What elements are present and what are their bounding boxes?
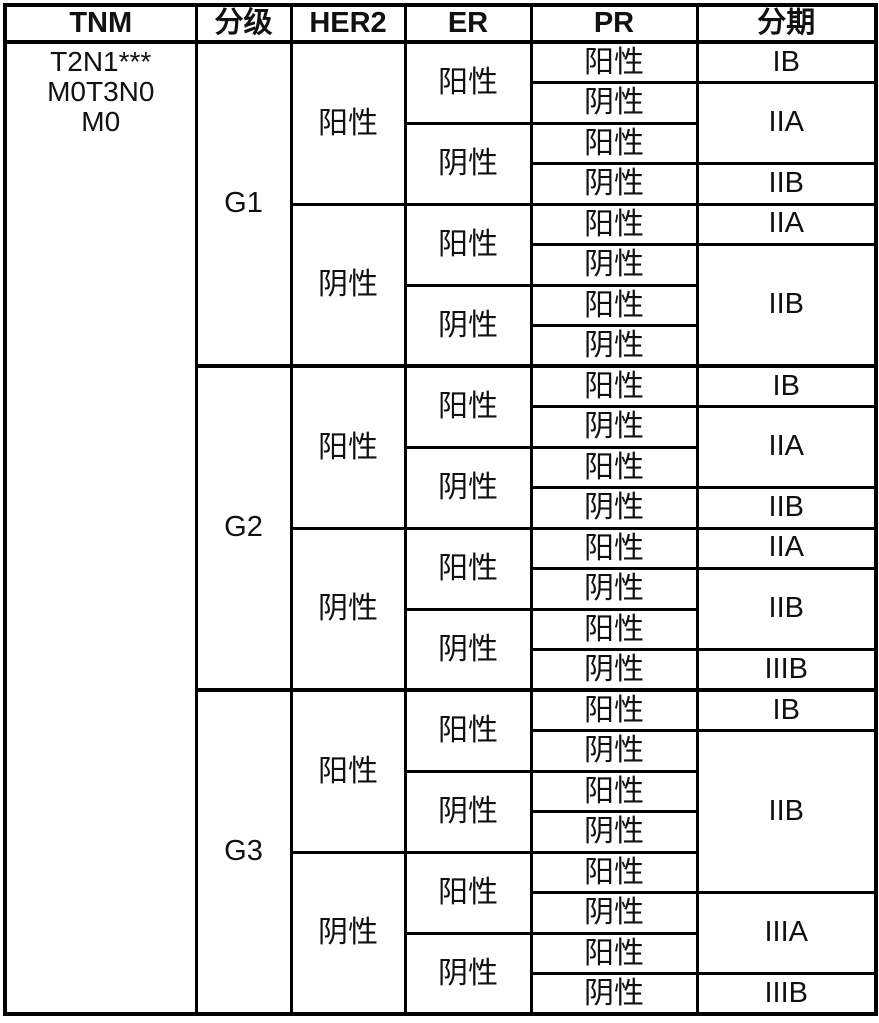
table-row: 阴性 阳性 阳性 IIA — [5, 526, 878, 692]
pr-cell-positive: 阳性 — [529, 121, 699, 165]
stage-cell-iib: IIB — [695, 567, 878, 651]
pr-cell-negative: 阴性 — [529, 324, 699, 368]
her2-cell-positive: 阳性 — [289, 364, 407, 530]
pr-cell-positive: 阳性 — [529, 283, 699, 327]
pr-cell-positive: 阳性 — [529, 364, 699, 408]
stage-cell-ib: IB — [695, 364, 878, 408]
er-cell-negative: 阴性 — [403, 769, 533, 854]
table-row: 阴性 IIA — [5, 81, 878, 165]
tnm-staging-table: TNM 分级 HER2 ER PR 分期 T2N1*** M0T3N0 M0 G… — [3, 3, 878, 1016]
grade-cell-g3: G3 — [194, 688, 293, 1016]
pr-cell-positive: 阳性 — [529, 607, 699, 651]
table-row: 阴性 阳性 — [5, 283, 876, 368]
er-cell-positive: 阳性 — [403, 364, 533, 449]
header-cell-pr: PR — [529, 3, 699, 44]
her2-cell-negative: 阴性 — [289, 202, 407, 368]
pr-cell-negative: 阴性 — [529, 972, 699, 1016]
pr-cell-negative: 阴性 — [529, 486, 699, 530]
table-row: 阴性 IIIB — [5, 648, 878, 692]
er-cell-negative: 阴性 — [403, 445, 533, 530]
header-cell-tnm: TNM — [3, 3, 198, 44]
table-row: 阴性 阳性 阳性 IIA — [5, 202, 878, 368]
pr-cell-positive: 阳性 — [529, 445, 699, 489]
table-row: 阴性 阳性 — [5, 121, 876, 206]
her2-cell-negative: 阴性 — [289, 526, 407, 692]
er-cell-negative: 阴性 — [403, 121, 533, 206]
table-row: 阴性 IIB — [5, 567, 878, 651]
pr-cell-negative: 阴性 — [529, 648, 699, 692]
grade-cell-g1: G1 — [194, 40, 293, 368]
table-row: 阴性 IIA — [5, 405, 878, 489]
table-row: 阴性 阳性 — [5, 931, 876, 1016]
table-row: 阴性 IIB — [5, 243, 878, 368]
pr-cell-positive: 阳性 — [529, 526, 699, 570]
table-row: 阴性 — [5, 324, 876, 368]
pr-cell-positive: 阳性 — [529, 769, 699, 813]
er-cell-positive: 阳性 — [403, 526, 533, 611]
her2-cell-positive: 阳性 — [289, 40, 407, 206]
stage-cell-iib: IIB — [695, 243, 878, 368]
pr-cell-negative: 阴性 — [529, 891, 699, 935]
table-row: 阴性 — [5, 810, 876, 854]
stage-cell-ib: IB — [695, 40, 878, 84]
header-row: TNM 分级 HER2 ER PR 分期 — [3, 3, 878, 44]
stage-cell-iia: IIA — [695, 405, 878, 489]
pr-cell-negative: 阴性 — [529, 81, 699, 125]
table-row: 阴性 IIB — [5, 162, 878, 206]
stage-cell-iiia: IIIA — [695, 891, 878, 975]
header-cell-stage: 分期 — [695, 3, 878, 44]
er-cell-negative: 阴性 — [403, 607, 533, 692]
header-cell-her2: HER2 — [289, 3, 407, 44]
table-row: G3 阳性 阳性 阳性 IB — [5, 688, 878, 1016]
stage-cell-iia: IIA — [695, 81, 878, 165]
table-row: 阴性 阳性 阳性 — [5, 850, 876, 1016]
er-cell-negative: 阴性 — [403, 931, 533, 1016]
stage-cell-iiib: IIIB — [695, 648, 878, 692]
pr-cell-negative: 阴性 — [529, 810, 699, 854]
er-cell-positive: 阳性 — [403, 40, 533, 125]
table-row: 阴性 IIB — [5, 729, 878, 894]
pr-cell-positive: 阳性 — [529, 688, 699, 732]
grade-cell-g2: G2 — [194, 364, 293, 692]
tnm-value-cell: T2N1*** M0T3N0 M0 — [3, 40, 198, 1016]
pr-cell-negative: 阴性 — [529, 162, 699, 206]
table-row: 阴性 阳性 — [5, 769, 876, 854]
table-row: 阴性 IIIB — [5, 972, 878, 1016]
pr-cell-negative: 阴性 — [529, 243, 699, 287]
header-cell-er: ER — [403, 3, 533, 44]
er-cell-positive: 阳性 — [403, 850, 533, 935]
stage-cell-iib: IIB — [695, 486, 878, 530]
pr-cell-negative: 阴性 — [529, 567, 699, 611]
pr-cell-positive: 阳性 — [529, 931, 699, 975]
pr-cell-negative: 阴性 — [529, 405, 699, 449]
stage-cell-iiib: IIIB — [695, 972, 878, 1016]
table-row: 阴性 IIIA — [5, 891, 878, 975]
her2-cell-positive: 阳性 — [289, 688, 407, 854]
pr-cell-positive: 阳性 — [529, 202, 699, 246]
pr-cell-positive: 阳性 — [529, 40, 699, 84]
er-cell-negative: 阴性 — [403, 283, 533, 368]
stage-cell-iia: IIA — [695, 202, 878, 246]
pr-cell-positive: 阳性 — [529, 850, 699, 894]
table-row: 阴性 IIB — [5, 486, 878, 530]
table-row: 阴性 阳性 — [5, 607, 876, 692]
stage-cell-ib: IB — [695, 688, 878, 732]
stage-cell-iia: IIA — [695, 526, 878, 570]
er-cell-positive: 阳性 — [403, 688, 533, 773]
table-row: T2N1*** M0T3N0 M0 G1 阳性 阳性 阳性 IB — [3, 40, 878, 1016]
stage-cell-iib: IIB — [695, 162, 878, 206]
her2-cell-negative: 阴性 — [289, 850, 407, 1016]
er-cell-positive: 阳性 — [403, 202, 533, 287]
pr-cell-negative: 阴性 — [529, 729, 699, 773]
table-row: 阴性 阳性 — [5, 445, 876, 530]
header-cell-grade: 分级 — [194, 3, 293, 44]
stage-cell-iib: IIB — [695, 729, 878, 894]
table-row: G2 阳性 阳性 阳性 IB — [5, 364, 878, 692]
